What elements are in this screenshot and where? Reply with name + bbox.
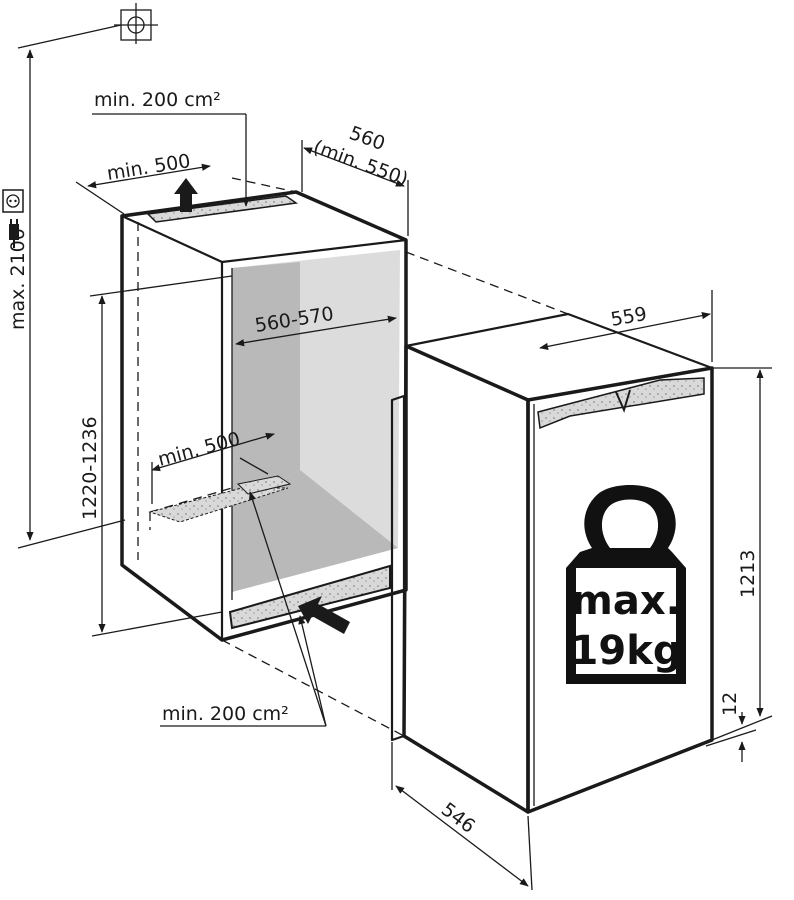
bottom-vent-grille	[228, 564, 391, 630]
depth-top-ext1	[75, 181, 125, 215]
appliance-width-dimension	[539, 312, 711, 350]
vent-top-label: min. 200 cm²	[94, 89, 221, 111]
connector-bottom	[221, 639, 405, 737]
depth-floor-dimension	[151, 432, 275, 472]
vent-bottom-pointer2	[298, 615, 327, 727]
niche-width-dimension	[235, 315, 397, 347]
top-vent-grille	[146, 195, 299, 223]
depth-top-label: min. 500	[105, 150, 192, 185]
arrow-in-icon	[298, 596, 350, 634]
appliance-width-label: 559	[609, 303, 649, 331]
power-plug-icon	[9, 219, 19, 248]
appliance-depth-ext2	[527, 815, 533, 891]
power-socket-icon	[2, 189, 24, 213]
water-tap-icon	[114, 3, 158, 44]
depth-floor-label: min. 500	[156, 428, 243, 471]
appliance-height-ext-bottom	[711, 715, 773, 741]
vent-bottom-pointer1	[249, 491, 327, 727]
gap-ext	[705, 729, 757, 747]
height-ref-top	[17, 24, 122, 49]
width-niche-dimension	[303, 147, 405, 187]
weight-line1: max.	[571, 578, 681, 624]
floor-vent-back	[236, 475, 292, 495]
height-max-label: max. 2100	[7, 228, 29, 330]
depth-floor-ext2	[239, 457, 269, 475]
depth-top-ext2	[231, 177, 297, 193]
weight-line2: 19kg	[571, 628, 682, 674]
depth-top-dimension	[87, 163, 211, 189]
appliance-height-label: 1213	[737, 550, 759, 598]
appliance-depth-label: 546	[437, 798, 479, 837]
niche-height-label: 1220-1236	[79, 416, 101, 520]
niche-height-ext-top	[89, 275, 233, 297]
height-ref-bottom	[17, 519, 126, 549]
appliance-depth-dimension	[395, 785, 529, 887]
connector-top	[405, 251, 569, 315]
gap-label: 12	[719, 692, 741, 716]
niche-height-ext-bottom	[91, 611, 223, 637]
weight-icon: max. 19kg	[566, 485, 686, 684]
vent-bottom-label: min. 200 cm²	[162, 703, 289, 725]
